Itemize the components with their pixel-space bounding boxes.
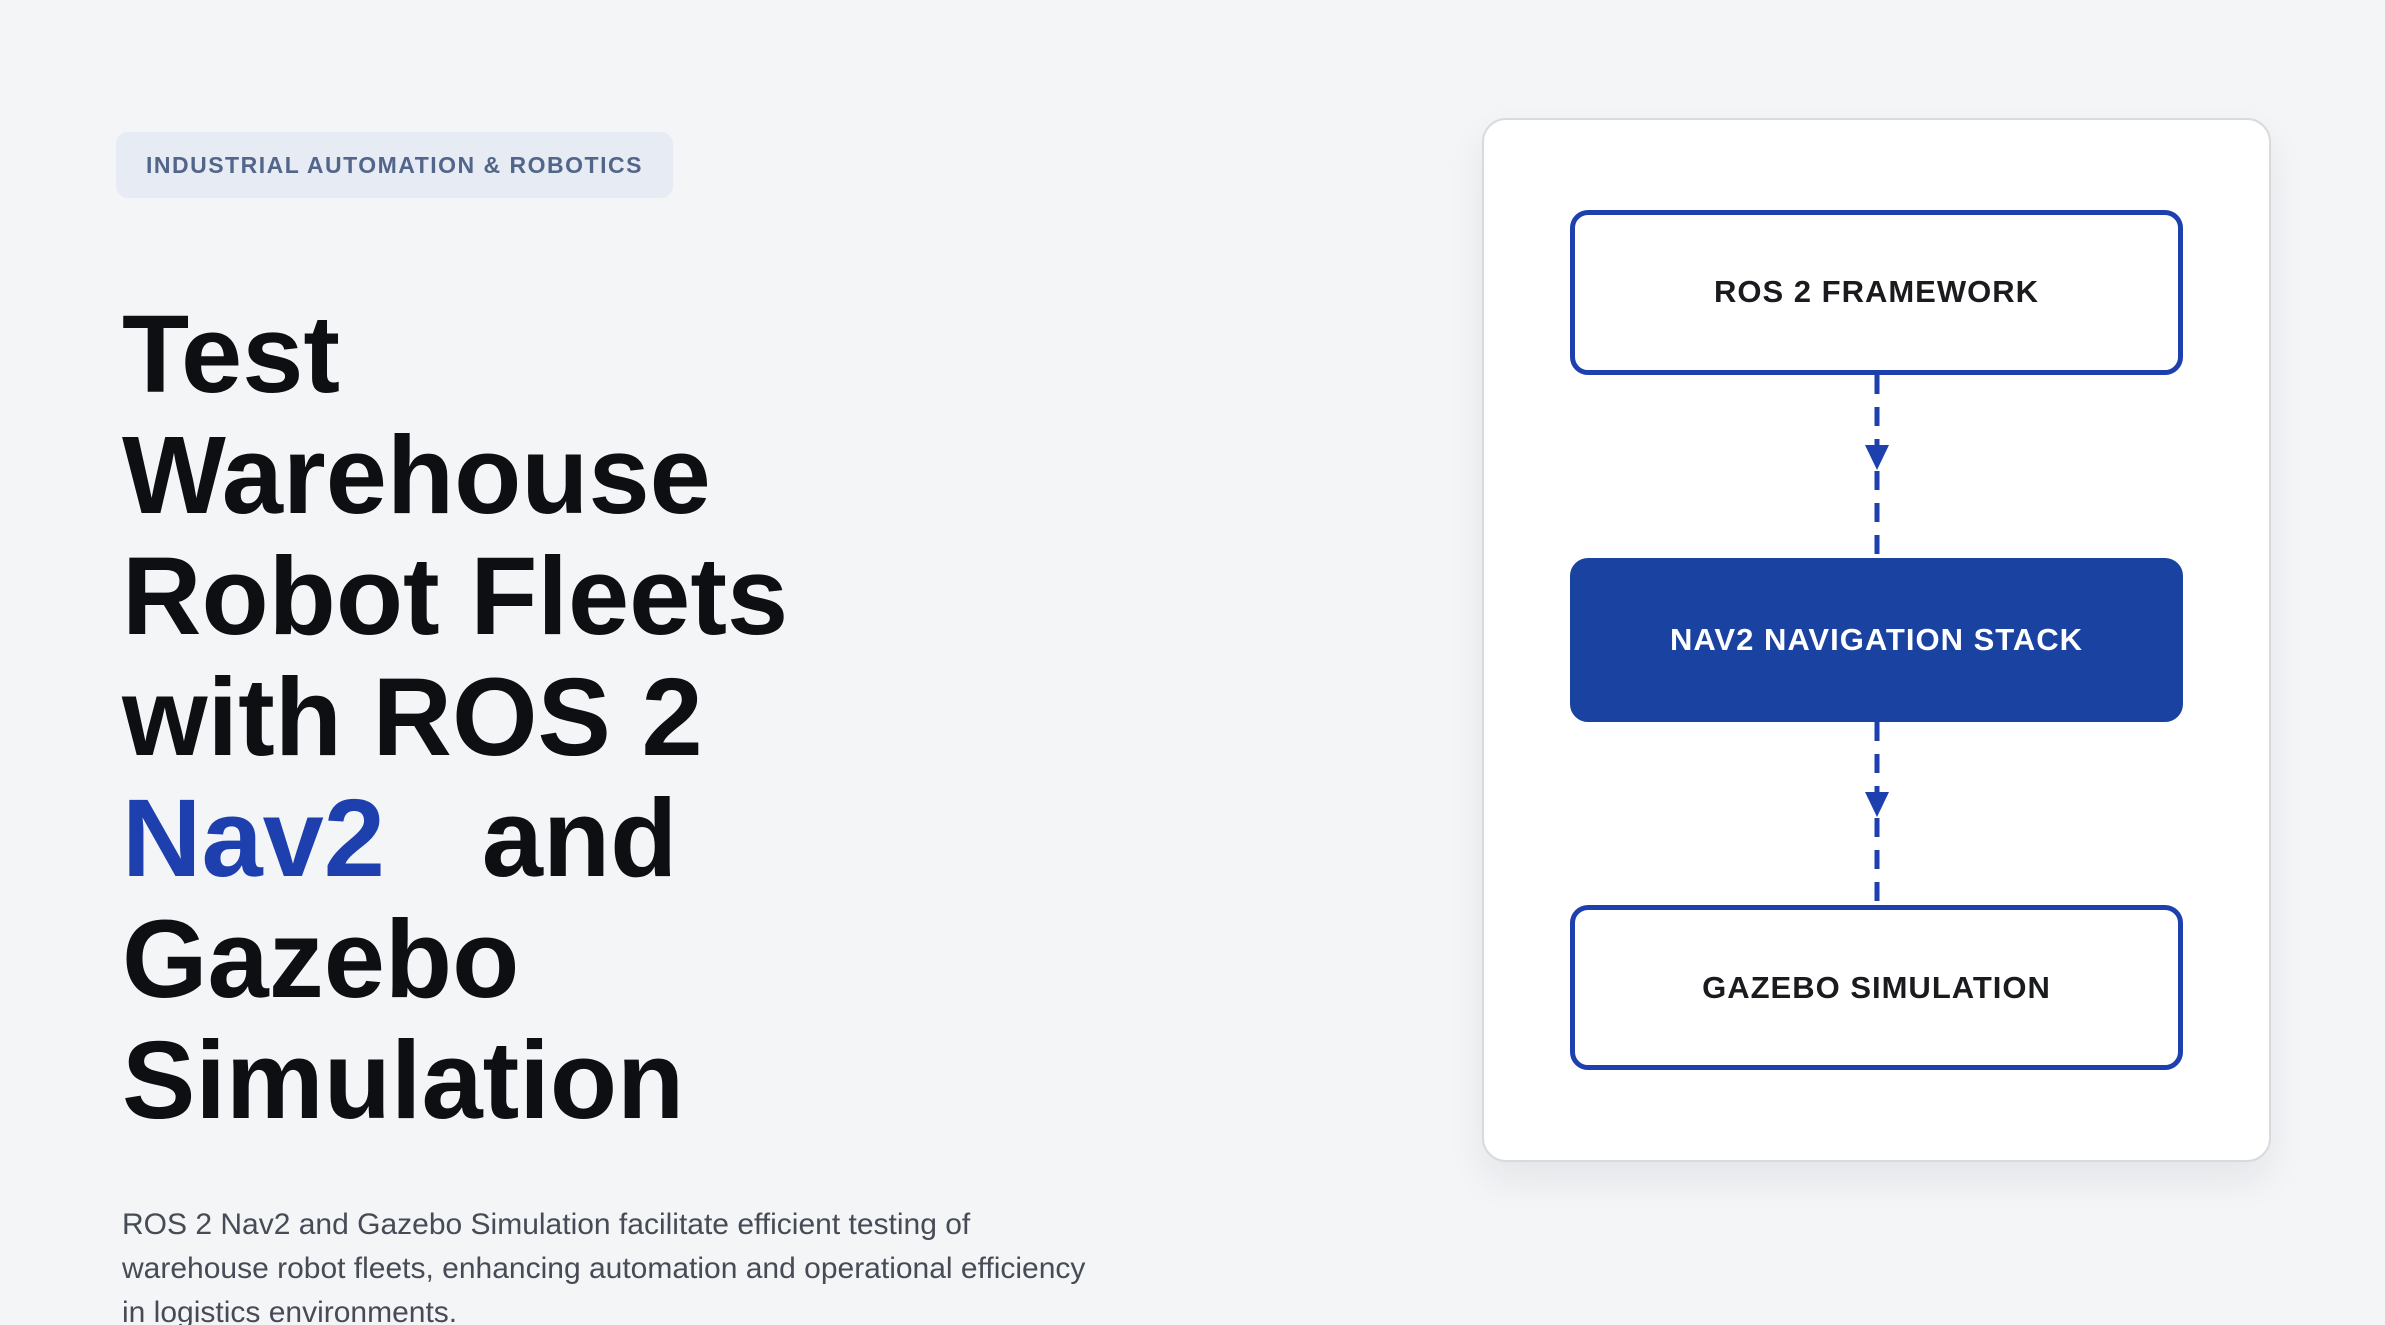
description-paragraph: ROS 2 Nav2 and Gazebo Simulation facilit… — [122, 1208, 1086, 1325]
category-badge: INDUSTRIAL AUTOMATION & ROBOTICS — [116, 132, 673, 198]
architecture-diagram-card: ROS 2 FRAMEWORK NAV2 NAVIGATION STACK GA… — [1482, 118, 2271, 1162]
dashed-arrow-down-icon — [1570, 722, 2183, 906]
page-title-text-pre: Test Warehouse Robot Fleets with ROS 2 — [122, 293, 789, 779]
diagram-node-ros2: ROS 2 FRAMEWORK — [1570, 210, 2183, 375]
page-title: Test Warehouse Robot Fleets with ROS 2 N… — [122, 294, 922, 1141]
diagram-node-nav2-label: NAV2 NAVIGATION STACK — [1669, 622, 2084, 657]
diagram-node-gazebo-label: GAZEBO SIMULATION — [1702, 969, 2051, 1005]
diagram-node-gazebo: GAZEBO SIMULATION — [1570, 905, 2183, 1071]
page-title-text-post: and Gazebo Simulation — [122, 777, 685, 1142]
dashed-arrow-down-icon — [1570, 374, 2183, 558]
page-title-highlight: Nav2 — [122, 777, 385, 900]
category-badge-label: INDUSTRIAL AUTOMATION & ROBOTICS — [146, 152, 643, 178]
diagram-node-ros2-label: ROS 2 FRAMEWORK — [1714, 274, 2039, 310]
diagram-node-nav2: NAV2 NAVIGATION STACK — [1570, 557, 2183, 723]
